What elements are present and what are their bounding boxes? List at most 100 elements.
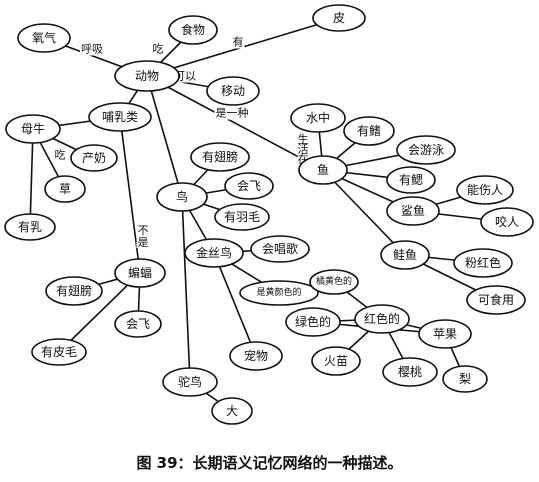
edge-bat-fur <box>58 272 141 353</box>
node-label: 鱼 <box>317 163 329 177</box>
figure-caption: 图 39：长期语义记忆网络的一种描述。 <box>136 454 403 472</box>
node-wings2: 有翅膀 <box>45 276 103 306</box>
node-ellipse <box>114 258 166 288</box>
node-green: 绿色的 <box>285 307 341 337</box>
node-food: 食物 <box>168 15 218 45</box>
edge-bird-ostrich <box>181 196 191 383</box>
node-hurt: 能伤人 <box>456 175 514 205</box>
edge-label-animal-fish: 是一种 <box>216 106 249 120</box>
node-ellipse <box>44 175 86 203</box>
edge-label-mammal-bat: 不是 <box>136 222 150 249</box>
node-ellipse <box>396 135 456 165</box>
node-ellipse <box>162 367 218 397</box>
node-ellipse <box>224 172 274 200</box>
node-label: 移动 <box>221 84 245 98</box>
node-ellipse <box>456 175 514 205</box>
node-label: 绿色的 <box>295 314 331 329</box>
node-isyellow: 是黄颜色的 <box>239 280 319 306</box>
node-bird: 鸟 <box>156 182 208 212</box>
node-label: 母牛 <box>21 121 45 136</box>
node-canary: 金丝鸟 <box>184 238 244 268</box>
node-label: 可食用 <box>478 292 514 307</box>
edge-label-cow-milk: 吃 <box>55 149 66 162</box>
node-label: 水中 <box>306 110 330 125</box>
node-feathers: 有羽毛 <box>214 203 270 231</box>
node-animal: 动物 <box>114 60 180 92</box>
node-shark: 鲨鱼 <box>386 196 440 226</box>
node-pet: 宠物 <box>229 341 283 371</box>
edge-label-animal-food: 吃 <box>153 43 164 56</box>
node-ellipse <box>442 365 488 393</box>
node-label: 有乳 <box>18 220 42 234</box>
node-salmon: 鲑鱼 <box>380 240 430 270</box>
node-label: 宠物 <box>244 348 268 363</box>
node-ellipse <box>190 142 250 172</box>
edge-fish-salmon <box>322 169 406 256</box>
node-swim: 会游泳 <box>396 135 456 165</box>
node-label: 橘黄色的 <box>316 275 352 287</box>
node-label: 会飞 <box>126 317 150 331</box>
node-ellipse <box>31 338 87 366</box>
node-label: 苹果 <box>433 327 457 341</box>
node-ellipse <box>156 182 208 212</box>
node-ellipse <box>70 144 118 172</box>
node-label: 咬人 <box>495 214 519 229</box>
node-label: 鲑鱼 <box>393 247 417 262</box>
edge-label-fish-water: 生活在 <box>297 132 309 166</box>
node-gills: 有鳃 <box>386 166 436 194</box>
node-ellipse <box>285 307 341 337</box>
node-ellipse <box>386 196 440 226</box>
node-ellipse <box>239 280 319 306</box>
node-ellipse <box>206 76 260 106</box>
node-label: 有鳃 <box>399 173 423 187</box>
node-label: 氧气 <box>32 30 56 45</box>
node-fly2: 会飞 <box>114 310 162 338</box>
node-ellipse <box>17 23 71 53</box>
edge-animal-bird <box>146 75 183 198</box>
node-label: 有皮毛 <box>41 345 77 359</box>
node-label: 皮 <box>333 11 345 25</box>
node-pear: 梨 <box>442 365 488 393</box>
node-fur: 有皮毛 <box>31 338 87 366</box>
node-cherry: 樱桃 <box>382 357 438 387</box>
svg-text:生活在: 生活在 <box>298 132 309 166</box>
node-label: 哺乳类 <box>102 110 138 124</box>
edge-canary-pet <box>213 252 257 357</box>
node-label: 鲨鱼 <box>401 204 425 218</box>
svg-text:不是: 不是 <box>138 224 149 249</box>
node-ellipse <box>382 357 438 387</box>
node-bat: 蝙蝠 <box>114 258 166 288</box>
node-label: 能伤人 <box>467 183 503 197</box>
node-ellipse <box>5 114 61 144</box>
node-apple: 苹果 <box>418 319 472 349</box>
node-label: 食物 <box>181 22 205 37</box>
node-ellipse <box>312 4 366 32</box>
semantic-network: 呼吸吃有可以是一种不是吃生活在 氧气食物皮动物移动母牛哺乳类产奶草有乳水中有鳍会… <box>4 4 534 425</box>
node-ostrich: 驼鸟 <box>162 367 218 397</box>
node-red: 红色的 <box>354 304 410 334</box>
node-label: 金丝鸟 <box>196 245 232 260</box>
node-label: 粉红色 <box>465 255 501 270</box>
node-label: 有鳍 <box>357 124 381 138</box>
node-flame: 火苗 <box>311 346 361 376</box>
node-ellipse <box>4 213 56 241</box>
node-ellipse <box>250 235 310 263</box>
node-grass: 草 <box>44 175 86 203</box>
node-ellipse <box>418 319 472 349</box>
node-mammal: 哺乳类 <box>88 102 152 132</box>
node-ellipse <box>480 207 534 237</box>
node-ellipse <box>311 346 361 376</box>
node-label: 会唱歌 <box>262 241 298 256</box>
node-fins: 有鳍 <box>343 116 395 146</box>
node-edible: 可食用 <box>466 285 526 315</box>
edge-label-animal-move: 可以 <box>174 70 196 83</box>
node-milk: 产奶 <box>70 144 118 172</box>
edge-label-animal-skin: 有 <box>233 35 244 49</box>
edge-label-animal-oxygen: 呼吸 <box>81 43 103 56</box>
node-ellipse <box>211 397 253 425</box>
node-label: 是黄颜色的 <box>256 286 301 298</box>
node-bite: 咬人 <box>480 207 534 237</box>
node-label: 驼鸟 <box>178 374 202 389</box>
edge-cow-udder <box>29 128 34 228</box>
node-label: 红色的 <box>364 311 400 326</box>
